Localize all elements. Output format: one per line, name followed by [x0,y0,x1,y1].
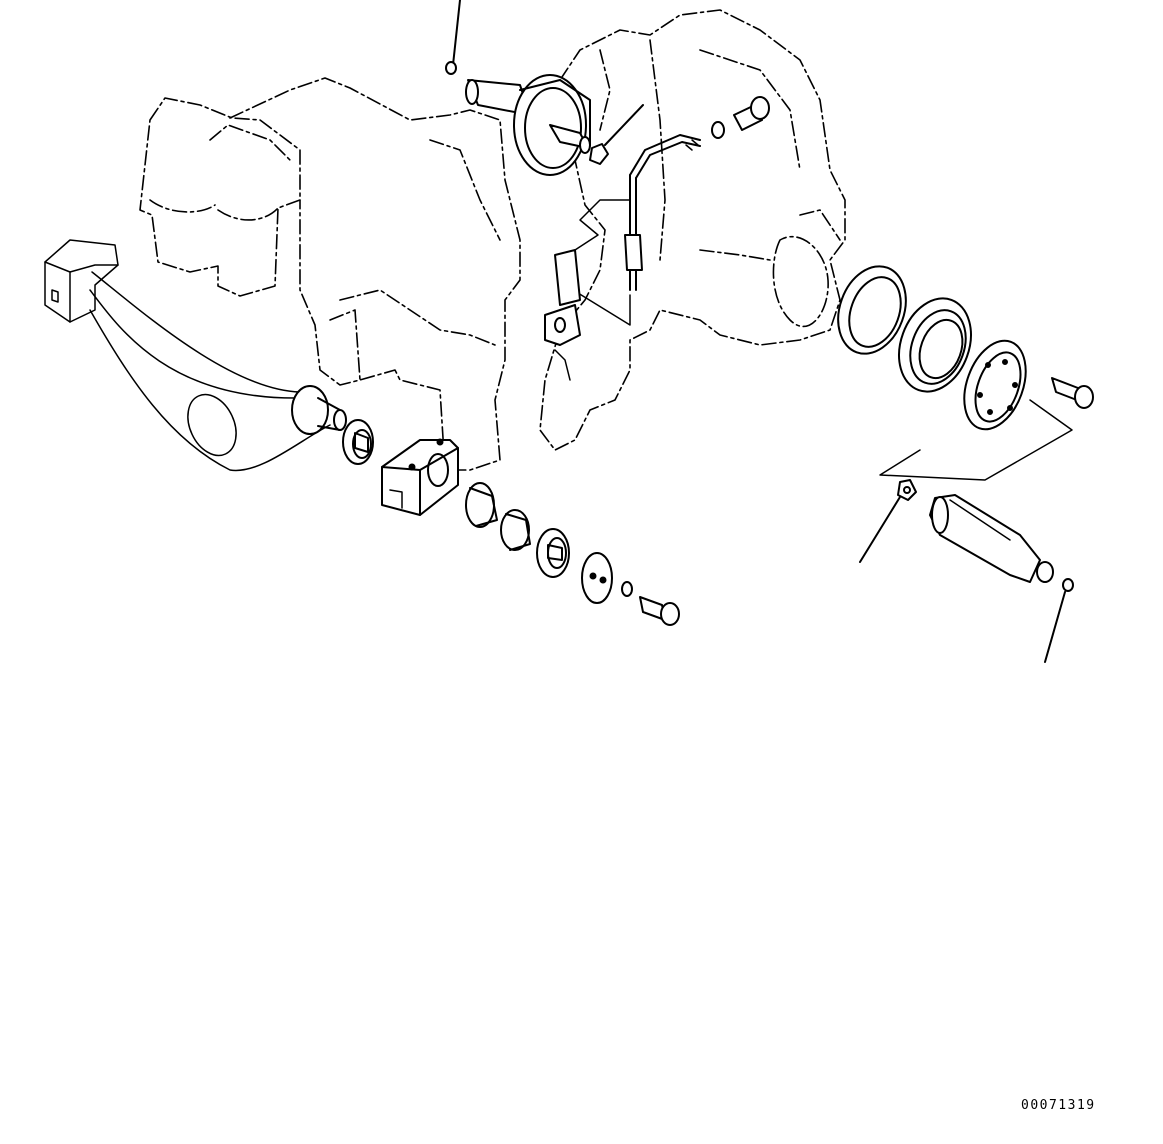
upper-coupling-assembly [445,0,770,176]
pin-and-bearing-chain [291,385,680,626]
tube-and-bracket [544,134,701,381]
drive-shaft [859,479,1074,663]
housing-phantom-outline [139,9,846,471]
seal-rings-and-cover [837,265,1094,481]
drawing-number: 00071319 [1021,1098,1096,1113]
equalizer-arm [44,239,331,472]
